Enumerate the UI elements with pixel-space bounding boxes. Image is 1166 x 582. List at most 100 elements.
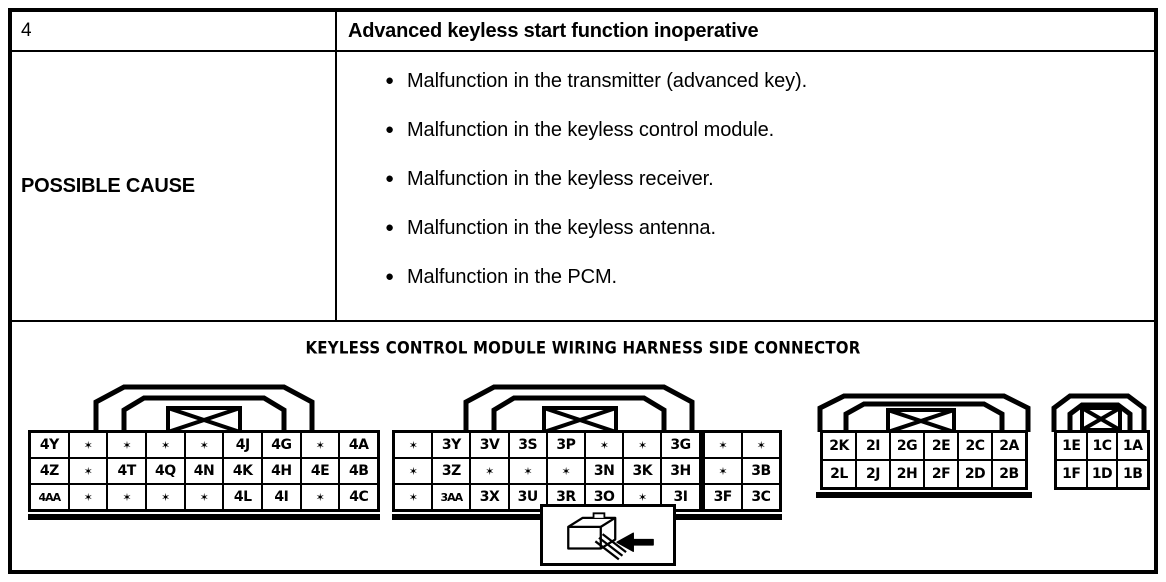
pin-cell: 4L <box>224 485 264 509</box>
possible-cause-label: POSSIBLE CAUSE <box>12 52 337 320</box>
pin-cell: 1A <box>1122 438 1143 454</box>
connector-illustration-icon <box>567 512 654 561</box>
pin-cell-unused: ✶ <box>147 433 186 457</box>
pin-cell: 3R <box>548 485 587 509</box>
pin-cell: 3O <box>586 485 625 509</box>
pin-cell: 1D <box>1088 461 1119 487</box>
pin-cell: 4Z <box>31 459 70 483</box>
pin-cell: 3I <box>662 485 705 509</box>
pin-cell-unused: ✶ <box>302 433 341 457</box>
pin-cell: 3N <box>586 459 625 483</box>
pin-cell: 4H <box>263 459 302 483</box>
pin-cell: 4A <box>348 437 369 453</box>
connector-3: ✶ 3Y 3V 3S 3P ✶ ✶ 3G ✶ ✶ ✶ 3Z ✶ <box>392 382 782 520</box>
connector-4: 4Y ✶ ✶ ✶ ✶ 4J 4G ✶ 4A 4Z ✶ 4T 4Q <box>28 382 380 520</box>
pin-row: 1E 1C 1A <box>1057 433 1147 461</box>
pin-cell: 4J <box>224 433 264 457</box>
pin-cell: 4N <box>186 459 225 483</box>
pin-row: 4Y ✶ ✶ ✶ ✶ 4J 4G ✶ 4A <box>31 433 377 459</box>
pin-cell-unused: ✶ <box>186 433 225 457</box>
pin-cell: 2J <box>857 461 891 487</box>
bullet-icon: ● <box>385 268 395 285</box>
pin-cell-unused: ✶ <box>510 459 548 483</box>
pin-row: 4Z ✶ 4T 4Q 4N 4K 4H 4E 4B <box>31 459 377 485</box>
pin-cell: 3B <box>751 463 771 479</box>
pin-cell: 4G <box>263 433 302 457</box>
pin-cell: 2L <box>823 461 857 487</box>
pin-cell: 1F <box>1057 461 1088 487</box>
pin-cell: 2G <box>891 433 925 459</box>
pin-cell: 2E <box>925 433 959 459</box>
list-item: ● Malfunction in the keyless control mod… <box>385 119 1154 168</box>
pin-cell-unused: ✶ <box>624 433 663 457</box>
pin-cell: 4C <box>349 489 369 505</box>
pin-cell-unused: ✶ <box>108 433 148 457</box>
list-item-label: Malfunction in the keyless control modul… <box>407 119 775 141</box>
pin-cell: 1E <box>1057 433 1088 459</box>
list-item: ● Malfunction in the transmitter (advanc… <box>385 70 1154 119</box>
list-item-label: Malfunction in the PCM. <box>407 266 618 288</box>
pin-cell: 3AA <box>433 485 472 509</box>
pin-cell: 4K <box>224 459 264 483</box>
pin-row: 2K 2I 2G 2E 2C 2A <box>823 433 1025 461</box>
pin-cell: 2H <box>891 461 925 487</box>
pin-row: 1F 1D 1B <box>1057 461 1147 487</box>
connector-2-housing <box>817 393 1031 432</box>
document-frame: 4 Advanced keyless start function inoper… <box>8 8 1158 574</box>
pin-cell: 2A <box>999 438 1019 454</box>
pin-cell: 4B <box>349 463 369 479</box>
pin-cell: 3K <box>624 459 663 483</box>
bullet-icon: ● <box>385 219 395 236</box>
pin-cell-unused: ✶ <box>756 438 766 452</box>
pin-cell: 4AA <box>31 485 70 509</box>
pin-cell: 1B <box>1122 466 1143 482</box>
pin-cell-unused: ✶ <box>395 485 434 509</box>
pin-cell-unused: ✶ <box>70 433 109 457</box>
pin-row: 4AA ✶ ✶ ✶ ✶ 4L 4I ✶ 4C <box>31 485 377 509</box>
bullet-icon: ● <box>385 72 395 89</box>
pin-cell: 2B <box>999 466 1019 482</box>
symptom-title: Advanced keyless start function inoperat… <box>348 19 759 42</box>
pin-cell-unused: ✶ <box>586 433 625 457</box>
table-body-row: POSSIBLE CAUSE ● Malfunction in the tran… <box>12 52 1154 320</box>
pin-cell-unused: ✶ <box>705 459 743 483</box>
bullet-icon: ● <box>385 121 395 138</box>
pin-cell: 2I <box>857 433 891 459</box>
pin-cell-unused: ✶ <box>548 459 587 483</box>
pin-cell: 4T <box>108 459 148 483</box>
connector-1: 1E 1C 1A 1F 1D 1B <box>1048 392 1154 492</box>
connector-diagram: KEYLESS CONTROL MODULE WIRING HARNESS SI… <box>12 320 1154 570</box>
connector-2-base-rail <box>816 492 1032 498</box>
diagram-title: KEYLESS CONTROL MODULE WIRING HARNESS SI… <box>305 338 861 359</box>
list-item: ● Malfunction in the keyless receiver. <box>385 168 1154 217</box>
pin-cell: 4I <box>263 485 302 509</box>
pin-cell-unused: ✶ <box>70 459 109 483</box>
pin-cell: 2F <box>925 461 959 487</box>
pin-cell: 4E <box>302 459 341 483</box>
pin-cell: 3H <box>662 459 705 483</box>
pin-cell: 3S <box>510 433 548 457</box>
connector-3-housing <box>463 384 695 432</box>
pin-row: ✶ 3Y 3V 3S 3P ✶ ✶ 3G ✶ ✶ <box>395 433 779 459</box>
pin-cell-unused: ✶ <box>302 485 341 509</box>
pin-cell: 3X <box>471 485 510 509</box>
list-item-label: Malfunction in the keyless receiver. <box>407 168 714 190</box>
pin-row: ✶ 3Z ✶ ✶ ✶ 3N 3K 3H ✶ 3B <box>395 459 779 485</box>
pin-cell: 4Q <box>147 459 186 483</box>
pin-row: 2L 2J 2H 2F 2D 2B <box>823 461 1025 487</box>
list-item: ● Malfunction in the PCM. <box>385 266 1154 315</box>
pin-cell: 2K <box>823 433 857 459</box>
pin-cell: 3V <box>471 433 510 457</box>
pin-cell-unused: ✶ <box>186 485 225 509</box>
connector-4-pin-grid: 4Y ✶ ✶ ✶ ✶ 4J 4G ✶ 4A 4Z ✶ 4T 4Q <box>28 430 380 512</box>
connector-2-pin-grid: 2K 2I 2G 2E 2C 2A 2L 2J 2H 2F 2D 2B <box>820 430 1028 490</box>
pin-row: ✶ 3AA 3X 3U 3R 3O ✶ 3I 3F 3C <box>395 485 779 509</box>
connector-4-base-rail <box>28 514 380 520</box>
pin-cell: 2D <box>959 461 993 487</box>
pin-cell-unused: ✶ <box>395 433 434 457</box>
connector-1-housing <box>1051 393 1147 432</box>
pin-cell-unused: ✶ <box>471 459 510 483</box>
pin-cell-unused: ✶ <box>395 459 434 483</box>
connector-pictogram <box>540 504 676 566</box>
